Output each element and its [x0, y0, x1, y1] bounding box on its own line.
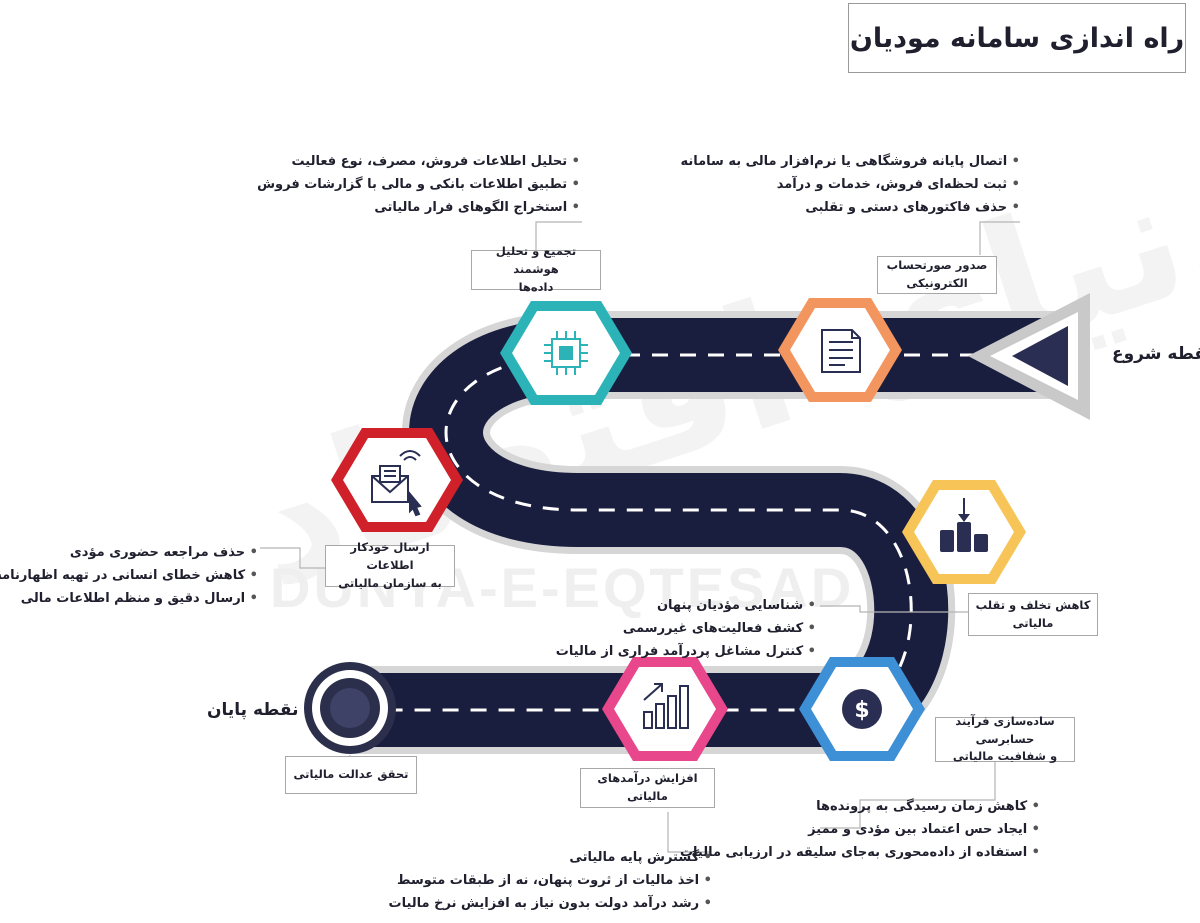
list-item: • کشف فعالیت‌های غیررسمی — [622, 621, 816, 636]
email-send-icon — [371, 450, 422, 517]
list-item: • تحلیل اطلاعات فروش، مصرف، نوع فعالیت — [291, 154, 580, 169]
list-item: • ارسال دقیق و منظم اطلاعات مالی — [20, 591, 258, 606]
list-item: • استخراج الگوهای فرار مالیاتی — [374, 200, 580, 215]
bullets-send: • حذف مراجعه حضوری مؤدی • کاهش خطای انسا… — [0, 541, 258, 610]
bullets-analysis: • تحلیل اطلاعات فروش، مصرف، نوع فعالیت •… — [257, 150, 580, 219]
document-icon — [821, 329, 861, 373]
list-item: • کاهش خطای انسانی در تهیه اظهارنامه — [0, 568, 258, 583]
bullets-revenue: • گسترش پایه مالیاتی • اخذ مالیات از ثرو… — [389, 846, 712, 915]
coins-icon — [940, 498, 988, 552]
list-item: • ثبت لحظه‌ای فروش، خدمات و درآمد — [776, 177, 1020, 192]
end-label: نقطه پایان — [207, 700, 299, 720]
list-item: • حذف فاکتورهای دستی و تقلبی — [805, 200, 1020, 215]
label-justice: تحقق عدالت مالیاتی — [285, 756, 417, 794]
list-item: • رشد درآمد دولت بدون نیاز به افزایش نرخ… — [388, 896, 712, 911]
list-item: • ایجاد حس اعتماد بین مؤدی و ممیز — [808, 822, 1040, 837]
list-item: • کاهش زمان رسیدگی به پرونده‌ها — [816, 799, 1040, 814]
bullets-fraud: • شناسایی مؤدیان پنهان • کشف فعالیت‌های … — [556, 594, 816, 663]
chip-icon — [544, 331, 588, 375]
list-item: • شناسایی مؤدیان پنهان — [656, 598, 816, 613]
start-arrow — [968, 293, 1090, 420]
list-item: • کنترل مشاغل پردرآمد فراری از مالیات — [555, 644, 816, 659]
label-revenue: افزایش درآمدهای مالیاتی — [580, 768, 715, 808]
page-title: راه اندازی سامانه مودیان — [848, 3, 1186, 73]
start-label: نقطه شروع — [1112, 344, 1200, 364]
bullets-einvoice: • اتصال پایانه فروشگاهی یا نرم‌افزار مال… — [680, 150, 1020, 219]
dollar-icon: $ — [842, 689, 882, 729]
list-item: • گسترش پایه مالیاتی — [569, 850, 712, 865]
list-item: • تطبیق اطلاعات بانکی و مالی با گزارشات … — [257, 177, 580, 192]
road-dashes — [355, 353, 1060, 712]
svg-text:$: $ — [854, 698, 869, 723]
bullets-audit: • کاهش زمان رسیدگی به پرونده‌ها • ایجاد … — [680, 795, 1040, 864]
list-item: • حذف مراجعه حضوری مؤدی — [69, 545, 258, 560]
list-item: • اخذ مالیات از ثروت پنهان، نه از طبقات … — [397, 873, 712, 888]
list-item: • اتصال پایانه فروشگاهی یا نرم‌افزار مال… — [680, 154, 1020, 169]
growth-chart-icon — [643, 683, 689, 729]
end-point-icon — [304, 662, 396, 754]
list-item: • استفاده از داده‌محوری به‌جای سلیقه در … — [679, 845, 1040, 860]
